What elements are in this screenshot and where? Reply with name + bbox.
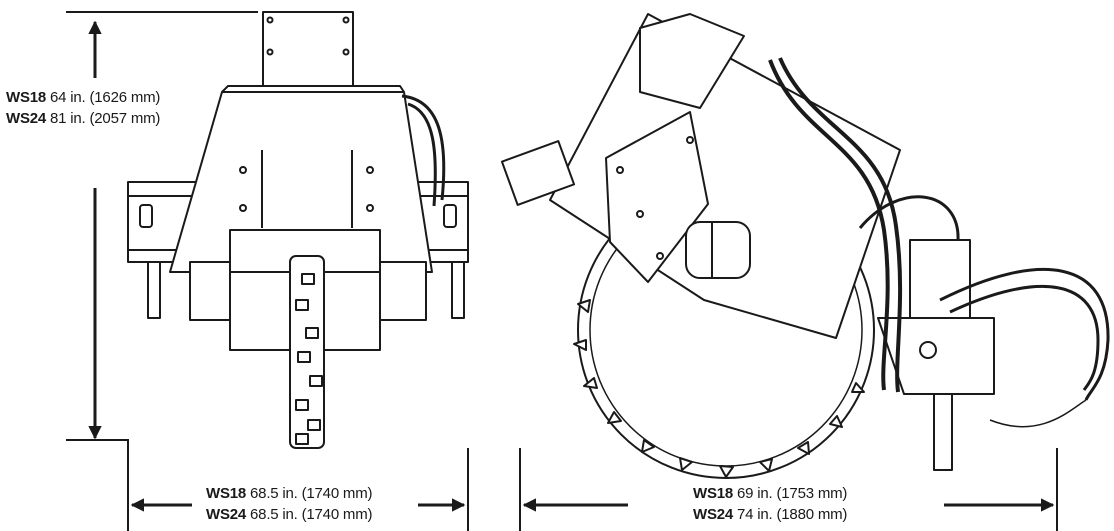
front-width-dimension xyxy=(86,439,469,531)
dimension-value: 69 in. (1753 mm) xyxy=(737,485,848,502)
height-dimension xyxy=(66,11,258,441)
saw-teeth xyxy=(573,299,865,478)
dimension-value: 64 in. (1626 mm) xyxy=(50,89,161,106)
dimension-value: 68.5 in. (1740 mm) xyxy=(250,485,373,502)
model-name: WS18 xyxy=(693,485,734,502)
side-width-row-ws18: WS18 69 in. (1753 mm) xyxy=(693,483,847,504)
model-name: WS18 xyxy=(206,485,247,502)
height-row-ws24: WS24 81 in. (2057 mm) xyxy=(6,108,160,129)
side-width-dimension-label: WS18 69 in. (1753 mm) WS24 74 in. (1880 … xyxy=(693,483,847,525)
height-dimension-label: WS18 64 in. (1626 mm) WS24 81 in. (2057 … xyxy=(6,87,160,129)
side-width-row-ws24: WS24 74 in. (1880 mm) xyxy=(693,504,847,525)
front-width-dimension-label: WS18 68.5 in. (1740 mm) WS24 68.5 in. (1… xyxy=(206,483,373,525)
model-name: WS18 xyxy=(6,89,47,106)
front-view-saw xyxy=(127,11,469,449)
model-name: WS24 xyxy=(6,110,47,127)
height-row-ws18: WS18 64 in. (1626 mm) xyxy=(6,87,160,108)
front-width-row-ws18: WS18 68.5 in. (1740 mm) xyxy=(206,483,373,504)
dimension-value: 68.5 in. (1740 mm) xyxy=(250,506,373,523)
front-width-row-ws24: WS24 68.5 in. (1740 mm) xyxy=(206,504,373,525)
side-width-dimension xyxy=(519,448,1058,531)
model-name: WS24 xyxy=(206,506,247,523)
model-name: WS24 xyxy=(693,506,734,523)
dimension-value: 81 in. (2057 mm) xyxy=(50,110,161,127)
dimension-value: 74 in. (1880 mm) xyxy=(737,506,848,523)
side-view-saw xyxy=(500,13,1110,479)
